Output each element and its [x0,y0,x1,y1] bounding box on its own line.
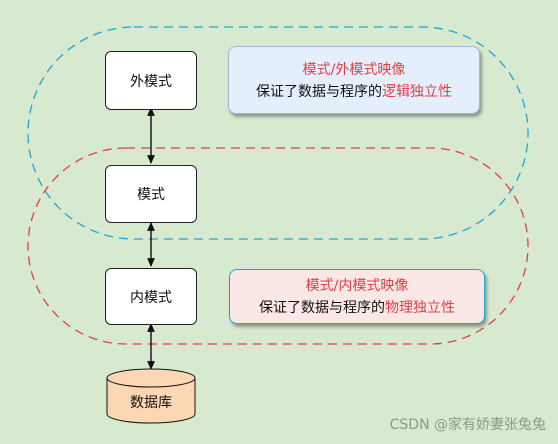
external-mapping-title: 模式/外模式映像 [302,62,406,78]
external-schema-node: 外模式 [105,51,197,110]
database-label: 数据库 [130,395,172,411]
watermark: CSDN @家有娇妻张兔兔 [389,417,546,433]
database-cylinder [106,368,196,424]
internal-mapping-title: 模式/内模式映像 [305,278,409,294]
conceptual-schema-node: 模式 [105,165,197,223]
internal-schema-node: 内模式 [105,268,197,325]
logical-independence-highlight: 逻辑独立性 [382,84,452,100]
external-mapping-note: 模式/外模式映像 保证了数据与程序的逻辑独立性 [228,46,480,114]
external-schema-label: 外模式 [130,73,172,90]
external-mapping-body: 保证了数据与程序的 [256,84,382,100]
external-mapping-region [27,26,529,240]
internal-mapping-body: 保证了数据与程序的 [259,300,385,316]
conceptual-schema-label: 模式 [137,187,165,203]
internal-mapping-note: 模式/内模式映像 保证了数据与程序的物理独立性 [229,269,485,324]
internal-schema-label: 内模式 [130,289,172,306]
physical-independence-highlight: 物理独立性 [385,300,455,316]
internal-mapping-region [27,147,529,345]
